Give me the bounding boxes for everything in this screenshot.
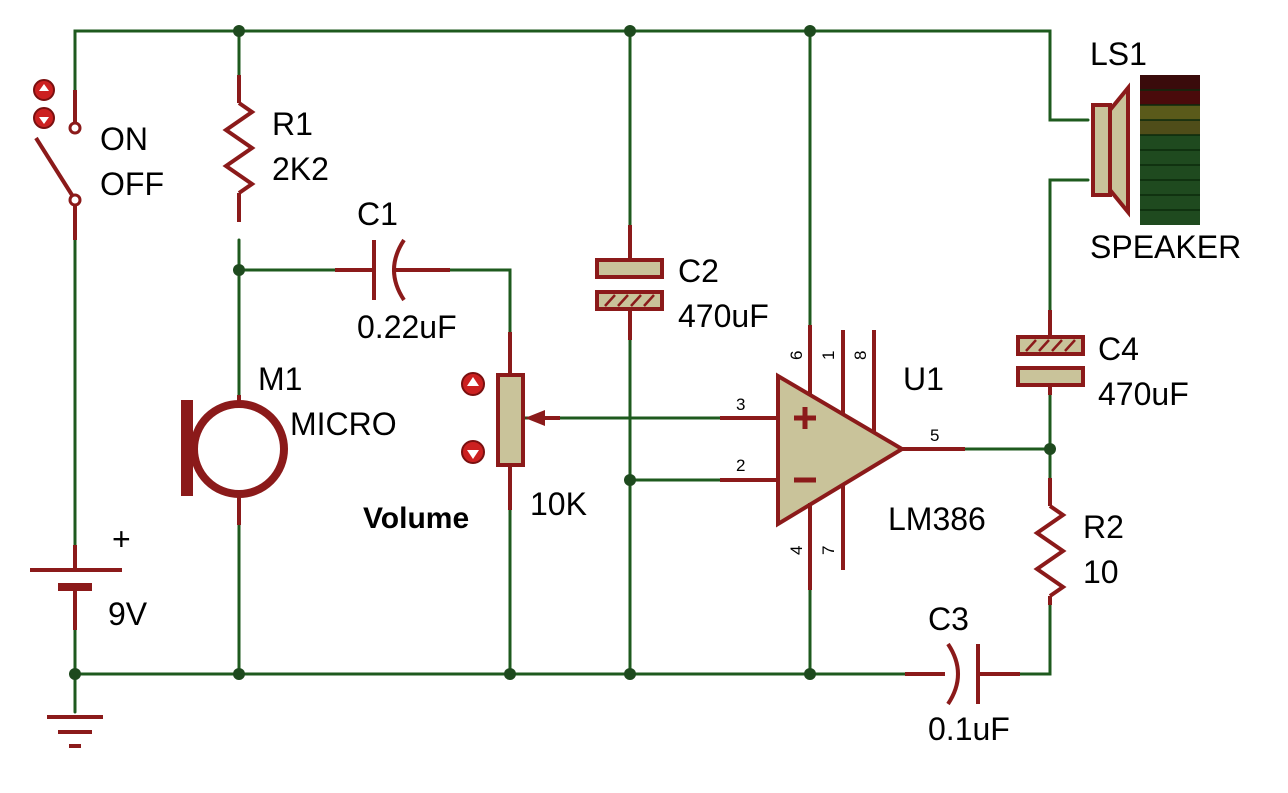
wires (73, 29, 1090, 714)
junction-dot (624, 25, 636, 37)
battery-value: 9V (108, 596, 148, 632)
c1-ref: C1 (357, 196, 398, 232)
c2-value: 470uF (678, 298, 769, 334)
junction-dot (624, 668, 636, 680)
resistor-r1: R1 2K2 (222, 75, 329, 222)
capacitor-c4: C4 470uF (1016, 310, 1189, 412)
r1-zigzag (222, 101, 256, 195)
junctions (69, 25, 1056, 680)
amp-pin-6-label: 6 (787, 351, 806, 360)
junction-dot (504, 668, 516, 680)
mic-value: MICRO (290, 406, 397, 442)
junction-dot (1044, 443, 1056, 455)
junction-dot (804, 668, 816, 680)
switch-up-arrow-icon[interactable] (33, 79, 55, 101)
r2-value: 10 (1083, 554, 1119, 590)
amp-ref: U1 (903, 361, 944, 397)
r2-ref: R2 (1083, 509, 1124, 545)
c2-plate-positive (595, 258, 664, 279)
amp-triangle (776, 372, 906, 528)
pot-value: 10K (530, 486, 587, 522)
switch-on-label: ON (100, 121, 148, 157)
r1-value: 2K2 (272, 151, 329, 187)
amp-pin-1-label: 1 (819, 351, 838, 360)
mic-body (190, 400, 288, 498)
amp-pin-5-label: 5 (930, 426, 939, 445)
c2-hatch (604, 294, 655, 307)
speaker-ref: LS1 (1090, 36, 1147, 72)
pot-wiper-arrow (525, 410, 545, 426)
capacitor-c2: C2 470uF (595, 225, 769, 340)
wire-r2-c3 (1018, 603, 1052, 676)
mic-ref: M1 (258, 361, 302, 397)
r2-zigzag (1033, 504, 1067, 598)
speaker-cone (1108, 82, 1130, 218)
amp-pin-4-label: 4 (787, 546, 806, 555)
switch-lever (34, 136, 74, 197)
speaker-level-meter (1140, 75, 1200, 225)
ground-symbol (47, 715, 103, 748)
c1-value: 0.22uF (357, 309, 457, 345)
c4-hatch (1025, 339, 1076, 352)
wire-c1-pot (448, 268, 512, 334)
amp-pin-2-label: 2 (736, 456, 745, 475)
amp-pin-7-label: 7 (819, 546, 838, 555)
capacitor-c3: C3 0.1uF (905, 601, 1020, 747)
switch-off-label: OFF (100, 166, 164, 202)
switch-contact-bottom (68, 193, 82, 207)
junction-dot (233, 668, 245, 680)
pot-label: Volume (363, 502, 469, 535)
potentiometer-volume[interactable]: Volume 10K (363, 332, 587, 535)
battery-polarity: + (112, 521, 131, 557)
resistor-r2: R2 10 (1033, 478, 1124, 605)
junction-dot (804, 25, 816, 37)
battery-9v: + 9V (30, 521, 148, 632)
c4-ref: C4 (1098, 331, 1139, 367)
speaker-magnet (1091, 103, 1112, 197)
switch-down-arrow-icon[interactable] (33, 107, 55, 129)
speaker-ls1: LS1 SPEAKER (1090, 36, 1241, 265)
capacitor-c1: C1 0.22uF (335, 196, 457, 345)
wire-top-rail (73, 29, 1090, 122)
c3-value: 0.1uF (928, 711, 1010, 747)
speaker-value: SPEAKER (1090, 229, 1241, 265)
junction-dot (624, 474, 636, 486)
pot-body (496, 373, 525, 467)
amplifier-u1: 3 2 5 6 1 8 4 7 U1 LM386 (720, 325, 986, 590)
power-switch[interactable]: ON OFF (33, 79, 164, 240)
junction-dot (233, 25, 245, 37)
c4-plate-positive (1016, 366, 1085, 387)
c3-ref: C3 (928, 601, 969, 637)
amp-value: LM386 (888, 501, 986, 537)
amp-pin-8-label: 8 (851, 351, 870, 360)
amp-plus-sign (794, 407, 816, 429)
amp-pin-3-label: 3 (736, 395, 745, 414)
junction-dot (69, 668, 81, 680)
mic-plate (181, 400, 193, 496)
pot-down-arrow-icon[interactable] (461, 440, 485, 464)
junction-dot (233, 264, 245, 276)
c2-ref: C2 (678, 253, 719, 289)
c2-plate-negative (595, 290, 664, 311)
c4-value: 470uF (1098, 376, 1189, 412)
r1-ref: R1 (272, 106, 313, 142)
c4-plate-negative (1016, 335, 1085, 356)
c3-curved-plate (946, 642, 960, 706)
switch-contact-top (68, 121, 82, 135)
pot-up-arrow-icon[interactable] (461, 372, 485, 396)
microphone-m1: M1 MICRO (181, 361, 397, 525)
wire-speaker-c4 (1048, 178, 1090, 312)
